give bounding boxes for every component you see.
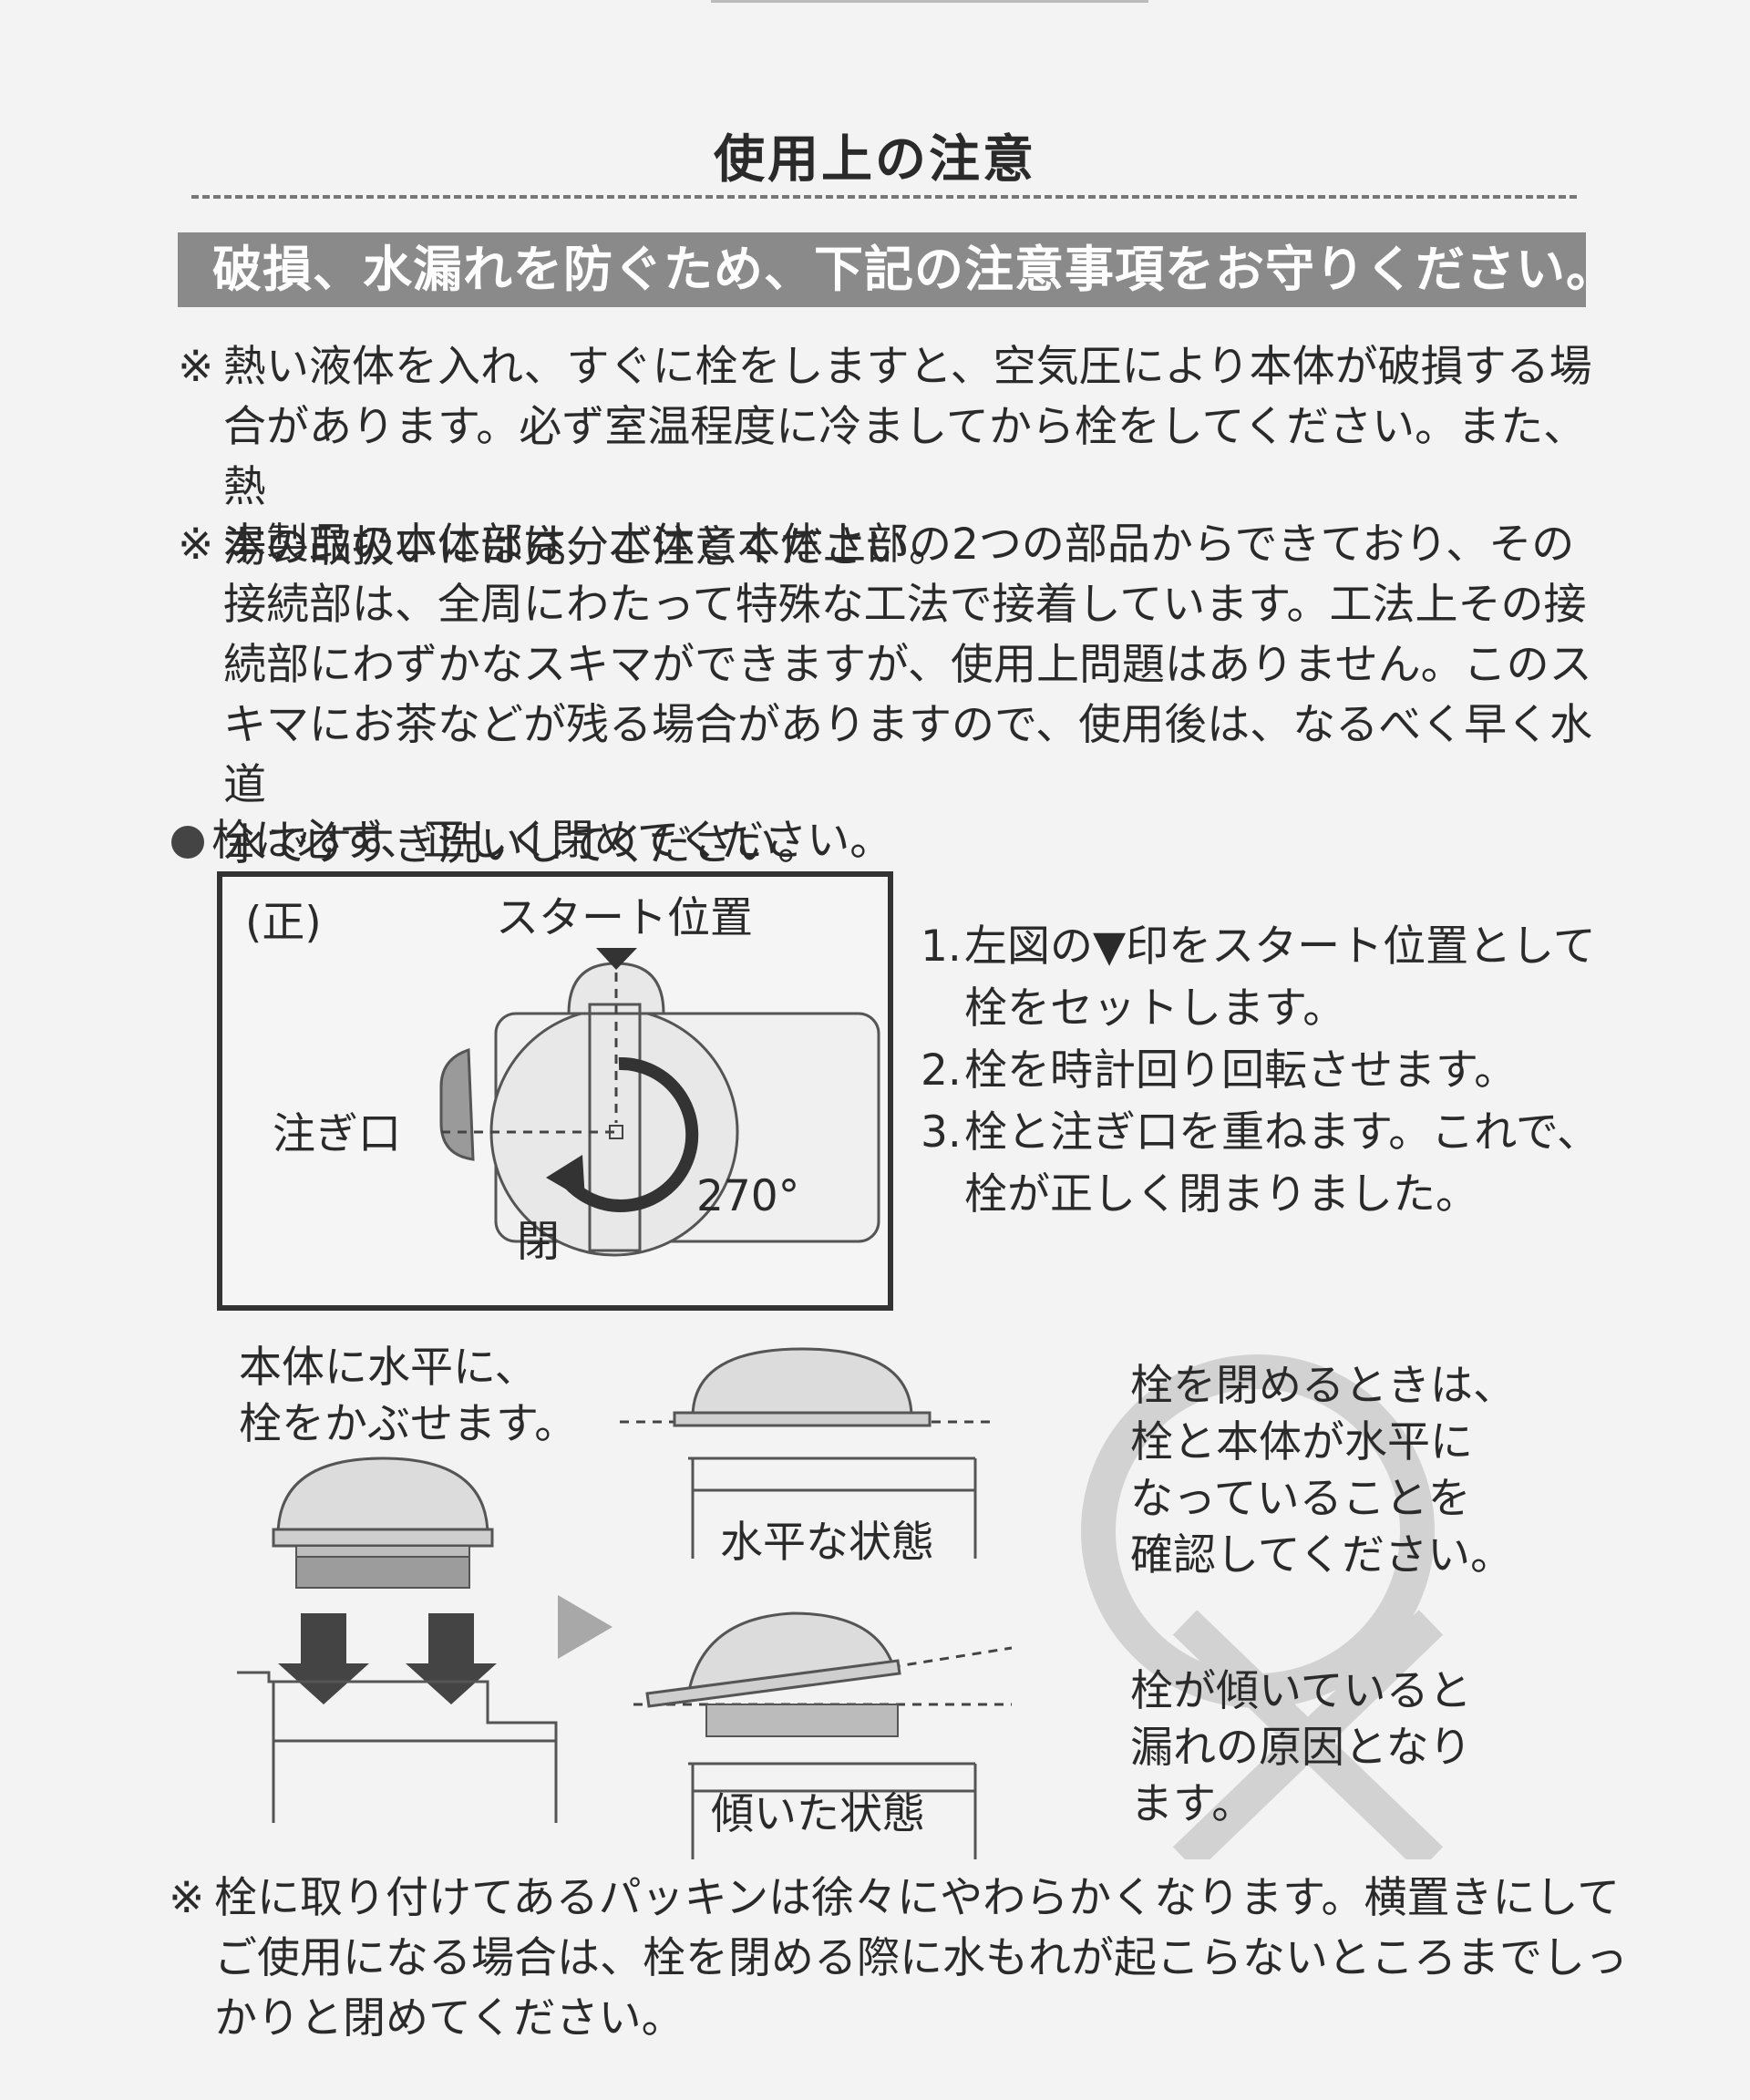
- level-state-label: 水平な状態: [720, 1518, 934, 1568]
- bullet-dot-icon: [171, 826, 204, 859]
- note-line: 熱い液体を入れ、すぐに栓をしますと、空気圧により本体が破損する場: [223, 342, 1592, 392]
- steps-list: 1. 左図の▼印をスタート位置として 栓をセットします。 2. 栓を時計回り回転…: [921, 916, 1600, 1226]
- top-edge-line: [711, 0, 1148, 3]
- ok-text: 栓を閉めるときは、 栓と本体が水平に なっていることを 確認してください。: [1130, 1358, 1516, 1584]
- lid-tilted-shape: [686, 1611, 896, 1697]
- step-line: 栓と注ぎ口を重ねます。これで、: [964, 1107, 1601, 1158]
- rotation-arrow-icon: [559, 1056, 699, 1212]
- ng-line: 漏れの原因となり: [1130, 1723, 1472, 1773]
- dashed-divider: [191, 195, 1577, 199]
- next-triangle-icon: [558, 1595, 612, 1659]
- step-number: 2.: [921, 1045, 962, 1096]
- note-line: 栓に取り付けてあるパッキンは徐々にやわらかくなります。横置きにして: [214, 1873, 1621, 1923]
- note-hot-liquid: ※ 熱い液体を入れ、すぐに栓をしますと、空気圧により本体が破損する場 合がありま…: [178, 337, 1600, 578]
- angle-label: 270°: [696, 1171, 800, 1221]
- spout-shape: [439, 1047, 475, 1161]
- step-item: 2. 栓を時計回り回転させます。: [921, 1040, 1600, 1102]
- ng-line: ます。: [1130, 1779, 1255, 1829]
- lid-shape: [276, 1457, 489, 1538]
- step-line: 左図の▼印をスタート位置として: [964, 921, 1596, 972]
- note-line: 合があります。必ず室温程度に冷ましてから栓をしてください。また、熱: [223, 402, 1587, 512]
- step-number: 1.: [921, 921, 962, 972]
- start-marker-icon: [596, 948, 637, 970]
- side-view-illustration: [237, 1347, 1444, 1859]
- step-line: 栓を時計回り回転させます。: [964, 1045, 1518, 1096]
- note-line: 湯の取扱いには充分ご注意ください。: [223, 522, 952, 572]
- ok-line: 栓を閉めるときは、: [1130, 1361, 1516, 1411]
- step-item: 3. 栓と注ぎ口を重ねます。これで、 栓が正しく閉まりました。: [921, 1102, 1600, 1226]
- down-arrow-icon: [278, 1613, 369, 1704]
- note-mark: ※: [178, 342, 214, 392]
- spout-label: 注ぎ口: [273, 1109, 401, 1159]
- instruction-line: 本体に水平に、: [239, 1343, 538, 1393]
- ok-line: なっていることを: [1130, 1474, 1471, 1524]
- bullet-text: 栓は必ず、正しく閉めてください。: [211, 816, 893, 866]
- warning-banner: 破損、水漏れを防ぐため、下記の注意事項をお守りください。: [178, 232, 1615, 307]
- top-view-illustration: [439, 948, 880, 1257]
- note-line: ご使用になる場合は、栓を閉める際に水もれが起こらないところまでしっ: [214, 1933, 1628, 1983]
- lid-level-shape: [691, 1347, 913, 1419]
- bullet-close-properly: 栓は必ず、正しく閉めてください。: [171, 811, 892, 871]
- step-line: 栓をセットします。: [964, 983, 1346, 1034]
- top-view-diagram: (正) スタート位置 注ぎ口 閉 270°: [217, 871, 893, 1311]
- lid-handle-bar: [588, 1003, 642, 1252]
- note-packing: ※ 栓に取り付けてあるパッキンは徐々にやわらかくなります。横置きにして ご使用に…: [169, 1868, 1645, 2049]
- tilted-state-label: 傾いた状態: [711, 1789, 925, 1839]
- note-line: かりと閉めてください。: [214, 1993, 685, 2043]
- view-label: (正): [245, 898, 322, 948]
- note-mark: ※: [169, 1873, 205, 1923]
- step-number: 3.: [921, 1107, 962, 1158]
- note-line: 接続部は、全周にわたって特殊な工法で接着しています。工法上その接: [223, 580, 1587, 630]
- down-arrow-icon: [406, 1613, 497, 1704]
- note-line: 本製品の本体部は、本体と本体上部の2つの部品からできており、その: [223, 520, 1575, 570]
- ok-line: 栓と本体が水平に: [1130, 1417, 1473, 1467]
- note-line: キマにお茶などが残る場合がありますので、使用後は、なるべく早く水道: [223, 700, 1593, 810]
- note-line: 続部にわずかなスキマができますが、使用上問題はありません。このス: [223, 640, 1592, 690]
- note-line: 水ですすぎ洗いしてください。: [223, 820, 821, 870]
- close-label: 閉: [517, 1217, 560, 1267]
- note-mark: ※: [178, 520, 214, 570]
- step-line: 栓が正しく閉まりました。: [964, 1169, 1478, 1220]
- start-position-label: スタート位置: [496, 893, 753, 943]
- ng-text: 栓が傾いていると 漏れの原因となり ます。: [1130, 1663, 1472, 1833]
- ok-line: 確認してください。: [1130, 1530, 1514, 1580]
- page-title: 使用上の注意: [714, 130, 1036, 190]
- step-item: 1. 左図の▼印をスタート位置として 栓をセットします。: [921, 916, 1600, 1040]
- instruction-line: 栓をかぶせます。: [239, 1399, 578, 1449]
- note-joint-gap: ※ 本製品の本体部は、本体と本体上部の2つの部品からできており、その 接続部は、…: [178, 515, 1613, 876]
- ng-line: 栓が傾いていると: [1130, 1666, 1472, 1716]
- instruction-text: 本体に水平に、 栓をかぶせます。: [239, 1340, 577, 1453]
